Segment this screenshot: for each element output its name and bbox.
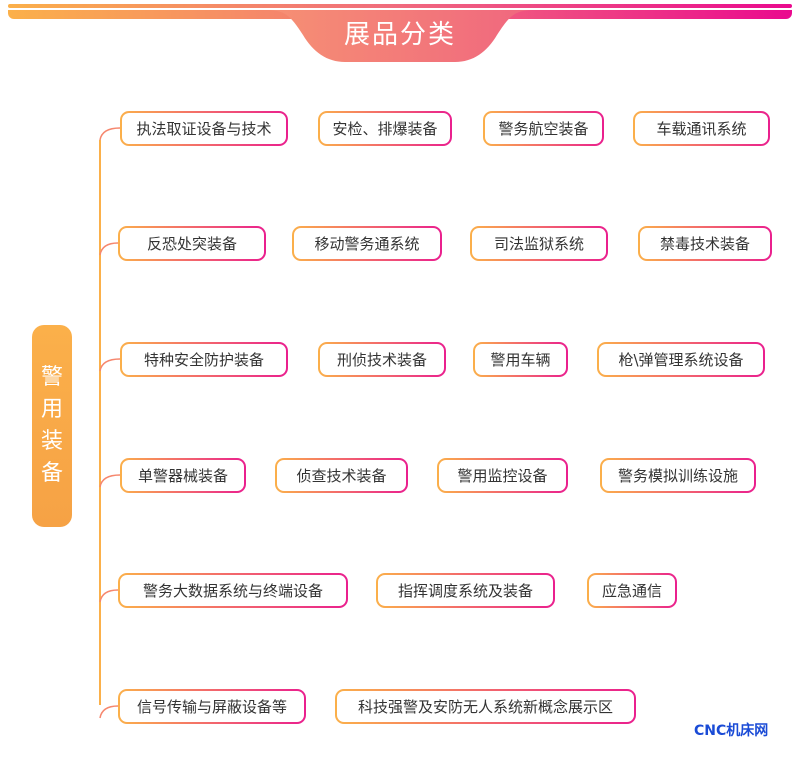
- category-node[interactable]: 司法监狱系统: [470, 226, 608, 261]
- category-node[interactable]: 单警器械装备: [120, 458, 246, 493]
- branch-curve: [99, 589, 119, 603]
- category-node[interactable]: 侦查技术装备: [275, 458, 408, 493]
- category-node[interactable]: 警务模拟训练设施: [600, 458, 756, 493]
- watermark: CNC机床网: [694, 723, 769, 739]
- category-node[interactable]: 执法取证设备与技术: [120, 111, 288, 146]
- category-node[interactable]: 移动警务通系统: [292, 226, 442, 261]
- category-node[interactable]: 禁毒技术装备: [638, 226, 772, 261]
- category-node[interactable]: 警用车辆: [473, 342, 568, 377]
- category-node[interactable]: 信号传输与屏蔽设备等: [118, 689, 306, 724]
- header-top-line: [8, 4, 792, 8]
- category-node[interactable]: 特种安全防护装备: [120, 342, 288, 377]
- category-node[interactable]: 警务航空装备: [483, 111, 604, 146]
- root-node-police-equipment[interactable]: 警 用 装 备: [32, 325, 72, 527]
- page-title: 展品分类: [343, 20, 456, 50]
- category-node[interactable]: 反恐处突装备: [118, 226, 266, 261]
- category-node[interactable]: 指挥调度系统及装备: [376, 573, 555, 608]
- category-node[interactable]: 警用监控设备: [437, 458, 568, 493]
- category-node[interactable]: 车载通讯系统: [633, 111, 770, 146]
- category-node[interactable]: 刑侦技术装备: [318, 342, 446, 377]
- branch-curve: [99, 358, 121, 372]
- branch-curve: [99, 474, 121, 488]
- category-node[interactable]: 安检、排爆装备: [318, 111, 452, 146]
- branch-curve: [99, 127, 121, 141]
- category-node[interactable]: 科技强警及安防无人系统新概念展示区: [335, 689, 636, 724]
- root-char: 警: [40, 365, 63, 390]
- branch-curve: [99, 705, 119, 719]
- category-node[interactable]: 应急通信: [587, 573, 677, 608]
- branch-curve: [99, 242, 119, 256]
- category-node[interactable]: 枪\弹管理系统设备: [597, 342, 765, 377]
- root-char: 装: [40, 429, 63, 454]
- root-char: 用: [40, 397, 63, 422]
- category-node[interactable]: 警务大数据系统与终端设备: [118, 573, 348, 608]
- root-char: 备: [40, 461, 63, 486]
